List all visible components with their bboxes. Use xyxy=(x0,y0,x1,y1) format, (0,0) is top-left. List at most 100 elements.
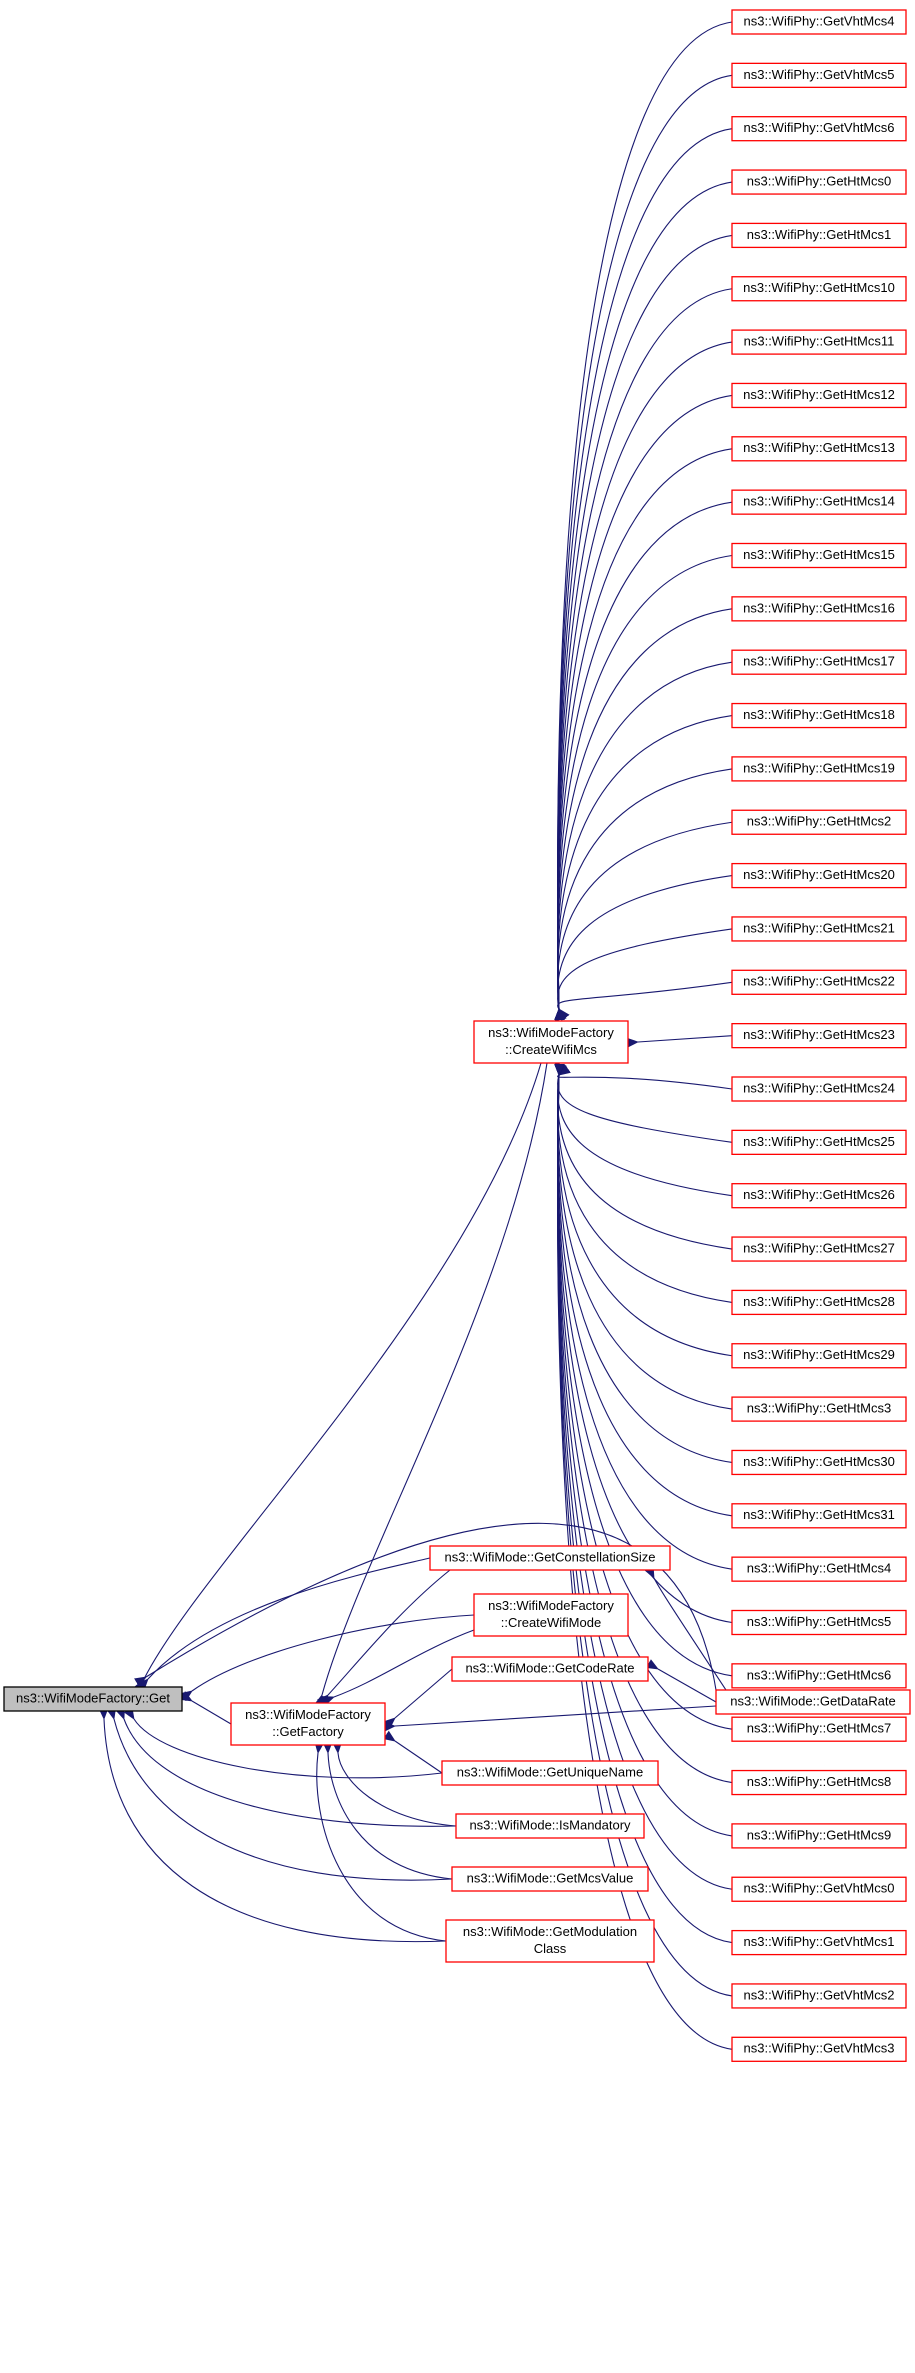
node-get-vht-mcs4-label: ns3::WifiPhy::GetVhtMcs4 xyxy=(744,13,895,28)
node-get-ht-mcs27[interactable]: ns3::WifiPhy::GetHtMcs27 xyxy=(731,1236,907,1262)
node-get-ht-mcs16[interactable]: ns3::WifiPhy::GetHtMcs16 xyxy=(731,596,907,622)
node-get-ht-mcs13[interactable]: ns3::WifiPhy::GetHtMcs13 xyxy=(731,436,907,462)
edge-is-mandatory-to-get xyxy=(115,1706,457,1827)
node-get-ht-mcs24[interactable]: ns3::WifiPhy::GetHtMcs24 xyxy=(731,1076,907,1102)
node-is-mandatory[interactable]: ns3::WifiMode::IsMandatory xyxy=(455,1813,645,1839)
node-get-ht-mcs6-box xyxy=(731,1663,907,1689)
node-get-vht-mcs1[interactable]: ns3::WifiPhy::GetVhtMcs1 xyxy=(731,1929,907,1956)
edge-caller-30-to-create-wifi-mcs xyxy=(554,1063,733,1624)
edge-get-unique-name-to-get-factory xyxy=(383,1730,443,1774)
node-get-ht-mcs7-box xyxy=(731,1716,907,1742)
node-get-ht-mcs11[interactable]: ns3::WifiPhy::GetHtMcs11 xyxy=(731,329,907,355)
node-get-vht-mcs4[interactable]: ns3::WifiPhy::GetVhtMcs4 xyxy=(731,9,907,35)
edge-caller-31-to-create-wifi-mcs xyxy=(554,1063,733,1677)
node-get-ht-mcs21[interactable]: ns3::WifiPhy::GetHtMcs21 xyxy=(731,916,907,942)
node-get-ht-mcs10[interactable]: ns3::WifiPhy::GetHtMcs10 xyxy=(731,276,907,302)
node-get-ht-mcs23-label: ns3::WifiPhy::GetHtMcs23 xyxy=(743,1027,895,1042)
node-get-ht-mcs2[interactable]: ns3::WifiPhy::GetHtMcs2 xyxy=(731,809,907,835)
node-get-vht-mcs2[interactable]: ns3::WifiPhy::GetVhtMcs2 xyxy=(731,1983,907,2009)
node-get-ht-mcs25[interactable]: ns3::WifiPhy::GetHtMcs25 xyxy=(731,1129,907,1155)
node-get-ht-mcs9[interactable]: ns3::WifiPhy::GetHtMcs9 xyxy=(731,1823,907,1849)
node-get-ht-mcs0[interactable]: ns3::WifiPhy::GetHtMcs0 xyxy=(731,169,907,195)
node-get-vht-mcs0-label: ns3::WifiPhy::GetVhtMcs0 xyxy=(744,1881,895,1896)
node-get-vht-mcs3[interactable]: ns3::WifiPhy::GetVhtMcs3 xyxy=(731,2036,907,2062)
node-get-ht-mcs10-box xyxy=(731,276,907,302)
node-get-vht-mcs6[interactable]: ns3::WifiPhy::GetVhtMcs6 xyxy=(731,116,907,142)
node-get-modulation-class-label: ns3::WifiMode::GetModulation xyxy=(463,1924,637,1939)
edge-get-data-rate-to-get-code-rate xyxy=(645,1659,717,1703)
node-get-vht-mcs2-label: ns3::WifiPhy::GetVhtMcs2 xyxy=(744,1987,895,2002)
node-get-factory[interactable]: ns3::WifiModeFactory::GetFactory xyxy=(230,1702,386,1746)
edge-get-modulation-class-to-get-factory xyxy=(314,1741,447,1942)
edge-caller-22-to-create-wifi-mcs xyxy=(555,1063,733,1197)
edge-get-mcs-value-to-get xyxy=(106,1707,453,1881)
node-get-ht-mcs12-box xyxy=(731,382,907,409)
node-get-ht-mcs23[interactable]: ns3::WifiPhy::GetHtMcs23 xyxy=(731,1023,907,1049)
node-get-ht-mcs6[interactable]: ns3::WifiPhy::GetHtMcs6 xyxy=(731,1663,907,1689)
node-get-ht-mcs1[interactable]: ns3::WifiPhy::GetHtMcs1 xyxy=(731,222,907,249)
node-get-vht-mcs5[interactable]: ns3::WifiPhy::GetVhtMcs5 xyxy=(731,62,907,88)
node-create-wifi-mode[interactable]: ns3::WifiModeFactory::CreateWifiMode xyxy=(473,1593,629,1637)
node-get-ht-mcs23-box xyxy=(731,1023,907,1049)
node-get-unique-name[interactable]: ns3::WifiMode::GetUniqueName xyxy=(441,1760,659,1786)
node-get-ht-mcs12-label: ns3::WifiPhy::GetHtMcs12 xyxy=(743,387,895,402)
edge-caller-17-to-create-wifi-mcs xyxy=(556,928,733,1021)
node-get-ht-mcs15[interactable]: ns3::WifiPhy::GetHtMcs15 xyxy=(731,542,907,569)
node-get-ht-mcs12[interactable]: ns3::WifiPhy::GetHtMcs12 xyxy=(731,382,907,409)
node-get-ht-mcs26[interactable]: ns3::WifiPhy::GetHtMcs26 xyxy=(731,1183,907,1209)
node-wifi-mode-factory-get[interactable]: ns3::WifiModeFactory::Get xyxy=(3,1686,183,1712)
node-get-ht-mcs29-box xyxy=(731,1343,907,1369)
node-get-ht-mcs16-box xyxy=(731,596,907,622)
node-get-ht-mcs18[interactable]: ns3::WifiPhy::GetHtMcs18 xyxy=(731,702,907,729)
edge-caller-3-to-create-wifi-mcs xyxy=(554,181,733,1021)
node-get-ht-mcs16-label: ns3::WifiPhy::GetHtMcs16 xyxy=(743,600,895,615)
edge-get-factory-to-get xyxy=(179,1691,232,1725)
node-get-ht-mcs11-label: ns3::WifiPhy::GetHtMcs11 xyxy=(744,334,895,349)
node-get-ht-mcs13-label: ns3::WifiPhy::GetHtMcs13 xyxy=(743,440,895,455)
node-get-ht-mcs15-label: ns3::WifiPhy::GetHtMcs15 xyxy=(743,547,895,562)
node-get-vht-mcs6-box xyxy=(731,116,907,142)
node-get-ht-mcs22-label: ns3::WifiPhy::GetHtMcs22 xyxy=(743,974,895,989)
edge-get-constellation-size-to-get-factory xyxy=(316,1569,451,1707)
node-get-ht-mcs7-label: ns3::WifiPhy::GetHtMcs7 xyxy=(747,1721,891,1736)
node-get-ht-mcs17[interactable]: ns3::WifiPhy::GetHtMcs17 xyxy=(731,649,907,675)
edge-caller-12-to-create-wifi-mcs xyxy=(554,661,733,1021)
node-get-ht-mcs2-box xyxy=(731,809,907,835)
node-get-ht-mcs29[interactable]: ns3::WifiPhy::GetHtMcs29 xyxy=(731,1343,907,1369)
node-get-vht-mcs3-label: ns3::WifiPhy::GetVhtMcs3 xyxy=(744,2041,895,2056)
node-get-ht-mcs8[interactable]: ns3::WifiPhy::GetHtMcs8 xyxy=(731,1769,907,1796)
node-get-ht-mcs4[interactable]: ns3::WifiPhy::GetHtMcs4 xyxy=(731,1556,907,1582)
node-get-mcs-value[interactable]: ns3::WifiMode::GetMcsValue xyxy=(451,1866,649,1892)
node-get-mcs-value-label: ns3::WifiMode::GetMcsValue xyxy=(467,1870,634,1885)
node-get-ht-mcs31[interactable]: ns3::WifiPhy::GetHtMcs31 xyxy=(731,1503,907,1529)
node-get-ht-mcs22[interactable]: ns3::WifiPhy::GetHtMcs22 xyxy=(731,969,907,995)
node-get-unique-name-box xyxy=(441,1760,659,1786)
node-get-data-rate[interactable]: ns3::WifiMode::GetDataRate xyxy=(715,1689,911,1715)
node-get-ht-mcs5[interactable]: ns3::WifiPhy::GetHtMcs5 xyxy=(731,1609,907,1636)
node-get-data-rate-label: ns3::WifiMode::GetDataRate xyxy=(730,1693,895,1708)
node-get-vht-mcs0[interactable]: ns3::WifiPhy::GetVhtMcs0 xyxy=(731,1876,907,1902)
node-create-wifi-mcs-box xyxy=(473,1020,629,1064)
node-get-ht-mcs30-label: ns3::WifiPhy::GetHtMcs30 xyxy=(743,1454,895,1469)
node-get-ht-mcs28[interactable]: ns3::WifiPhy::GetHtMcs28 xyxy=(731,1289,907,1316)
node-get-ht-mcs30[interactable]: ns3::WifiPhy::GetHtMcs30 xyxy=(731,1449,907,1476)
node-create-wifi-mcs[interactable]: ns3::WifiModeFactory::CreateWifiMcs xyxy=(473,1020,629,1064)
node-get-ht-mcs20[interactable]: ns3::WifiPhy::GetHtMcs20 xyxy=(731,862,907,889)
node-get-code-rate[interactable]: ns3::WifiMode::GetCodeRate xyxy=(451,1656,649,1682)
edge-caller-14-to-create-wifi-mcs xyxy=(554,768,733,1021)
node-get-ht-mcs3[interactable]: ns3::WifiPhy::GetHtMcs3 xyxy=(731,1396,907,1422)
edge-get-unique-name-to-get xyxy=(123,1707,443,1779)
node-get-ht-mcs0-box xyxy=(731,169,907,195)
edge-caller-24-to-create-wifi-mcs xyxy=(554,1063,733,1303)
node-get-ht-mcs7[interactable]: ns3::WifiPhy::GetHtMcs7 xyxy=(731,1716,907,1742)
node-get-ht-mcs20-label: ns3::WifiPhy::GetHtMcs20 xyxy=(743,867,895,882)
node-get-ht-mcs14[interactable]: ns3::WifiPhy::GetHtMcs14 xyxy=(731,489,907,515)
edge-get-data-rate-to-get-constellation-size xyxy=(644,1565,727,1691)
edge-caller-28-to-create-wifi-mcs xyxy=(554,1063,733,1517)
node-get-factory-label: ::GetFactory xyxy=(272,1724,344,1739)
node-get-ht-mcs14-box xyxy=(731,489,907,515)
node-get-ht-mcs11-box xyxy=(731,329,907,355)
node-get-constellation-size[interactable]: ns3::WifiMode::GetConstellationSize xyxy=(429,1545,671,1571)
node-get-ht-mcs19[interactable]: ns3::WifiPhy::GetHtMcs19 xyxy=(731,756,907,782)
